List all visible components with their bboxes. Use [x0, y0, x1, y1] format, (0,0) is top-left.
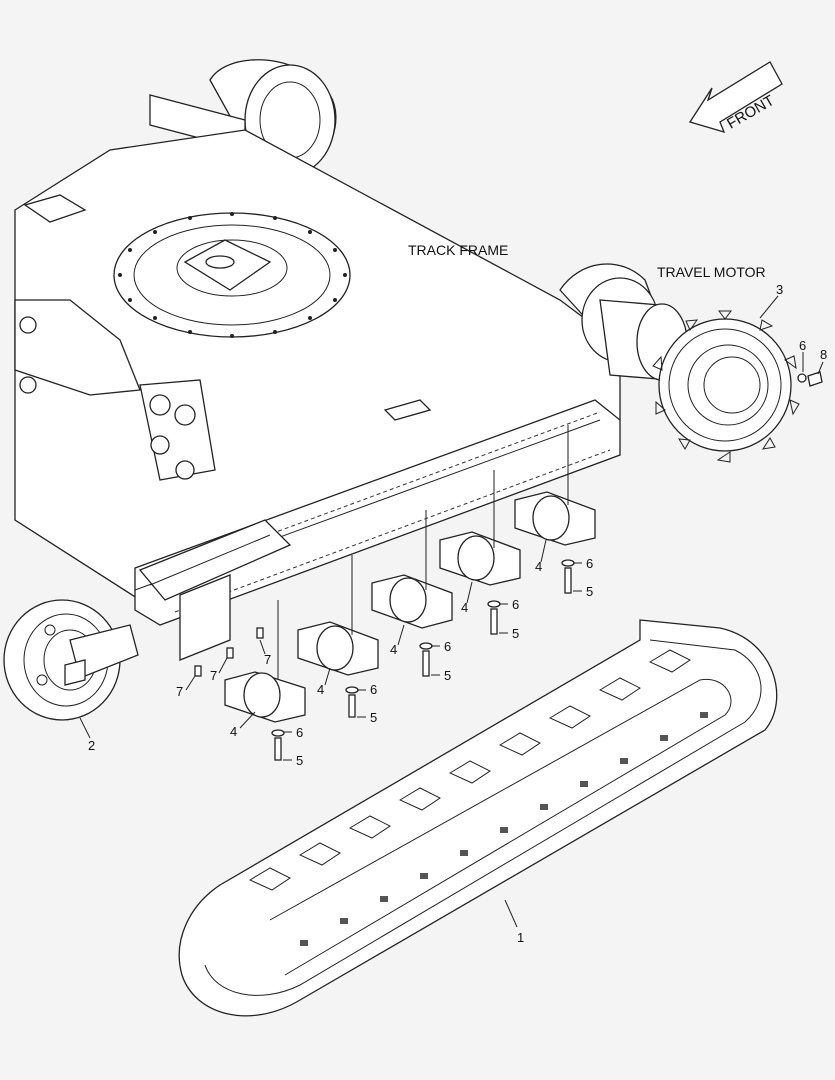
callout-7-a: 7 [176, 684, 183, 699]
callout-5-e: 5 [586, 584, 593, 599]
callout-7-c: 7 [264, 652, 271, 667]
travel-motor-label: TRAVEL MOTOR [657, 264, 766, 280]
leader-lines [79, 295, 824, 928]
track-rollers [224, 491, 596, 723]
slewing-ring-bolts [118, 212, 347, 338]
idler-wheel [3, 599, 139, 721]
callout-6-c: 6 [444, 639, 451, 654]
track-frame [14, 59, 661, 661]
sprocket [652, 310, 800, 463]
callout-6-e: 6 [586, 556, 593, 571]
labels: TRACK FRAME TRAVEL MOTOR 3 6 8 2 1 4 4 4… [88, 242, 827, 945]
front-arrow: FRONT [688, 61, 783, 134]
callout-3: 3 [776, 282, 783, 297]
assembly-guides [277, 425, 569, 680]
callout-7-b: 7 [210, 668, 217, 683]
callout-5-d: 5 [512, 626, 519, 641]
rubber-track [178, 619, 778, 1017]
roller-bolts [194, 559, 575, 761]
roller-a [224, 671, 306, 723]
callout-4-e: 4 [535, 559, 542, 574]
callout-6-b: 6 [370, 682, 377, 697]
callout-2: 2 [88, 738, 95, 753]
callout-4-b: 4 [317, 682, 324, 697]
callout-4-d: 4 [461, 600, 468, 615]
roller-d [439, 531, 521, 586]
roller-b [297, 621, 379, 676]
track-frame-label: TRACK FRAME [408, 242, 508, 258]
callout-6-d: 6 [512, 597, 519, 612]
callout-5-a: 5 [296, 753, 303, 768]
callout-5-c: 5 [444, 668, 451, 683]
callout-4-c: 4 [390, 642, 397, 657]
callout-6-a: 6 [296, 725, 303, 740]
track-links [300, 712, 708, 946]
track-treads [248, 649, 691, 891]
callout-1: 1 [517, 930, 524, 945]
sprocket-fasteners [797, 371, 823, 387]
callout-6-sprocket: 6 [799, 338, 806, 353]
callout-4-a: 4 [230, 724, 237, 739]
roller-c [371, 574, 453, 629]
callout-8: 8 [820, 347, 827, 362]
callout-5-b: 5 [370, 710, 377, 725]
roller-e [514, 491, 596, 546]
